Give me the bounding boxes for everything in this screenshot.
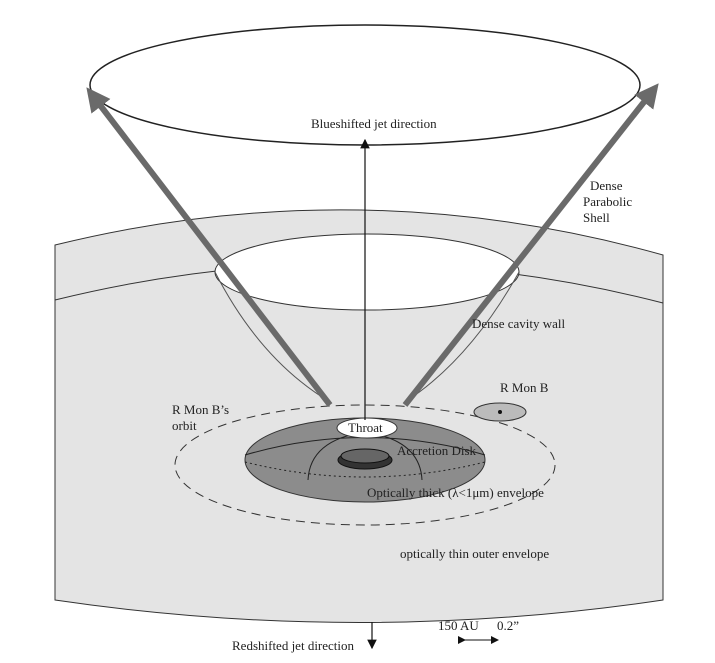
orbit-label-1: R Mon B’s — [172, 402, 229, 417]
shell-label-1: Dense — [590, 178, 623, 193]
throat-label: Throat — [348, 420, 383, 435]
blueshift-label: Blueshifted jet direction — [311, 116, 437, 131]
shell-label-3: Shell — [583, 210, 610, 225]
accretion-disk-top — [340, 448, 390, 464]
rmonb-star — [498, 410, 502, 414]
cavity-wall — [214, 271, 520, 403]
accretion-disk-label: Accretion Disk — [397, 443, 477, 458]
rmonb-orbit — [174, 404, 556, 526]
jet-arrow-right — [402, 83, 659, 407]
thin-envelope-label: optically thin outer envelope — [400, 546, 549, 561]
thick-envelope-label: Optically thick (λ<1μm) envelope — [367, 485, 544, 500]
scale-au-label: 150 AU — [438, 618, 479, 633]
throat — [336, 417, 398, 439]
cavity-wall-label: Dense cavity wall — [472, 316, 566, 331]
rmonb-label: R Mon B — [500, 380, 549, 395]
outer-envelope — [54, 209, 664, 623]
jet-arrow-left — [86, 87, 333, 407]
envelope-midplane — [244, 461, 486, 478]
shell-label-2: Parabolic — [583, 194, 632, 209]
orbit-label-2: orbit — [172, 418, 197, 433]
cavity-opening — [214, 233, 520, 311]
redshift-label: Redshifted jet direction — [232, 638, 355, 653]
scale-arcsec-label: 0.2” — [497, 618, 519, 633]
